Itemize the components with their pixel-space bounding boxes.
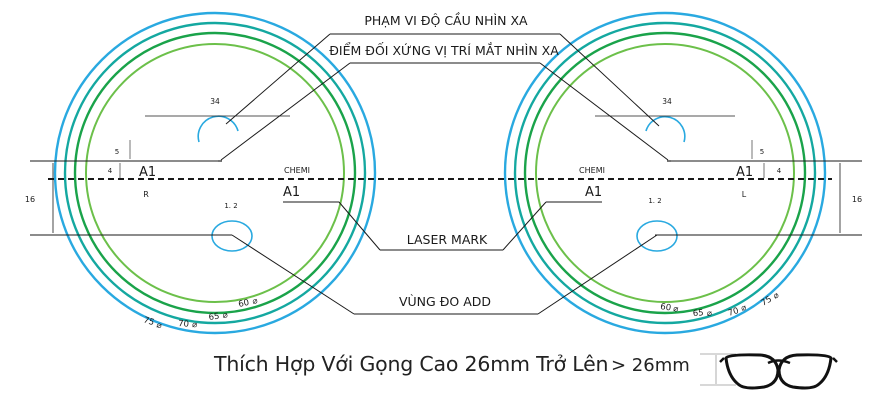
offset-h-label: 4 (108, 167, 113, 175)
add-zone-label: VÙNG ĐO ADD (399, 294, 491, 309)
height-dim-label: 16 (852, 195, 862, 204)
lens-left-eye: 34 5 4 A1 L CHEMI A1 1. 2 16 60 65 70 75… (503, 11, 862, 335)
ring-65 (523, 31, 807, 315)
diameter-icon: ⌀ (222, 310, 228, 321)
ring-label-65: 65 (693, 308, 704, 319)
laser-mark-label: LASER MARK (407, 232, 488, 247)
side-label: L (742, 190, 747, 199)
ring-label-60: 60 (238, 298, 251, 310)
ring-label-70: 70 (727, 306, 740, 319)
ring-label-75: 75 (142, 315, 155, 328)
lens-code-label: A1 (736, 165, 753, 180)
far-symmetry-leader-right (539, 62, 669, 161)
callout-add-zone: VÙNG ĐO ADD (231, 234, 658, 315)
center-code-label: A1 (585, 185, 602, 200)
center-code-label: A1 (283, 185, 300, 200)
diameter-icon: ⌀ (673, 304, 679, 315)
offset-v-label: 5 (115, 148, 119, 156)
far-symmetry-label: ĐIỂM ĐỐI XỨNG VỊ TRÍ MẮT NHÌN XA (329, 42, 559, 58)
width-dim-label: 34 (210, 97, 220, 106)
ring-60 (535, 43, 795, 303)
laser-mark-leader-right (502, 201, 547, 251)
diameter-icon: ⌀ (740, 303, 748, 314)
add-value-label: 1. 2 (224, 202, 237, 210)
ring-75 (53, 11, 377, 335)
ring-60 (85, 43, 345, 303)
offset-h-label: 4 (777, 167, 782, 175)
diameter-icon: ⌀ (707, 309, 713, 319)
brand-label: CHEMI (284, 166, 310, 175)
offset-v-label: 5 (760, 148, 764, 156)
near-zone-ellipse (211, 220, 253, 252)
far-range-label: PHẠM VI ĐỘ CẦU NHÌN XA (364, 12, 528, 28)
width-dim-label: 34 (662, 97, 672, 106)
callout-far-symmetry: ĐIỂM ĐỐI XỨNG VỊ TRÍ MẮT NHÌN XA (220, 42, 669, 161)
diameter-icon: ⌀ (252, 296, 259, 307)
ring-75 (503, 11, 827, 335)
add-value-label: 1. 2 (648, 197, 661, 205)
ring-label-70: 70 (178, 319, 189, 330)
far-symmetry-leader-left (220, 62, 351, 161)
diameter-icon: ⌀ (772, 290, 781, 301)
diameter-icon: ⌀ (192, 320, 198, 330)
frame-height-indicator (700, 353, 736, 386)
ring-65 (73, 31, 357, 315)
frame-height-label: > 26mm (611, 355, 690, 376)
far-range-leader-left (225, 33, 331, 125)
far-zone-arc (197, 115, 239, 143)
callout-far-range: PHẠM VI ĐỘ CẦU NHÌN XA (225, 12, 660, 127)
frame-requirement-title: Thích Hợp Với Gọng Cao 26mm Trở Lên (214, 352, 609, 376)
ring-label-65: 65 (208, 312, 220, 323)
add-zone-leader-left (231, 234, 355, 315)
side-label: R (143, 190, 149, 199)
near-zone-ellipse (636, 220, 678, 252)
laser-mark-leader-left (338, 201, 381, 251)
lens-right-eye: 34 5 4 A1 R CHEMI A1 1. 2 16 60 65 70 75… (25, 11, 377, 335)
ring-label-60: 60 (660, 302, 672, 313)
brand-label: CHEMI (579, 166, 605, 175)
callout-laser-mark: LASER MARK (283, 201, 602, 251)
lens-code-label: A1 (139, 165, 156, 180)
add-zone-leader-right (537, 234, 658, 315)
ring-70 (513, 21, 817, 325)
far-range-leader-right (559, 33, 660, 127)
ring-label-75: 75 (760, 295, 774, 309)
far-zone-arc (645, 115, 686, 143)
glasses-icon (719, 353, 838, 390)
height-dim-label: 16 (25, 195, 35, 204)
diameter-icon: ⌀ (155, 320, 163, 331)
ring-70 (63, 21, 367, 325)
